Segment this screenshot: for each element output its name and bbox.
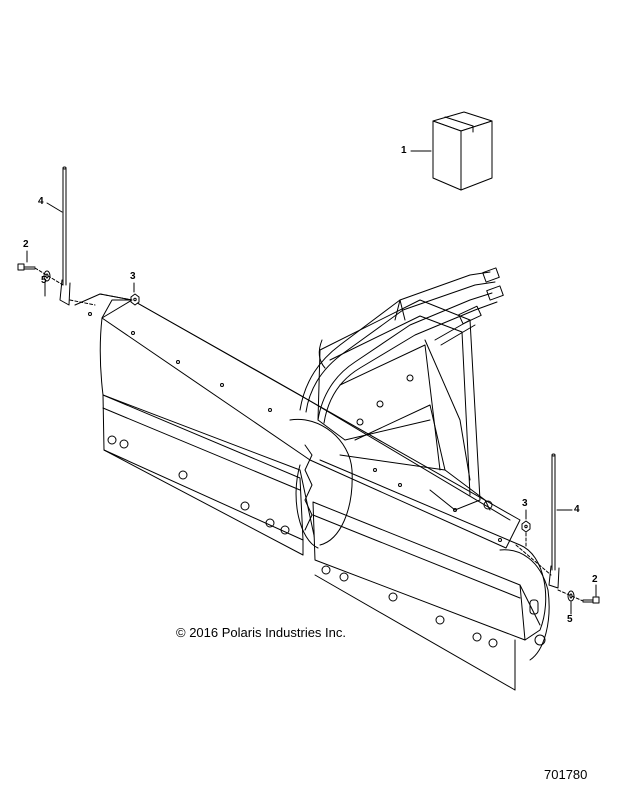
callout-4-right: 4 — [574, 504, 580, 515]
plow-blade — [74, 293, 550, 691]
copyright-notice: © 2016 Polaris Industries Inc. — [176, 625, 346, 640]
callout-2-left: 2 — [23, 239, 29, 250]
hydraulic-hoses — [299, 267, 504, 424]
part-5-washer-right — [567, 590, 575, 602]
callout-2-right: 2 — [592, 574, 598, 585]
part-1-kit-box — [432, 111, 493, 191]
callout-3-right: 3 — [522, 498, 528, 509]
part-4-marker-rod-left — [59, 166, 71, 306]
callout-5-right: 5 — [567, 614, 573, 625]
part-4-marker-rod-right — [548, 453, 560, 589]
part-2-bolt-right — [582, 596, 600, 604]
figure-number: 701780 — [544, 767, 588, 782]
callout-3-left: 3 — [130, 271, 136, 282]
part-3-nut-right — [521, 520, 531, 533]
assembly-lines — [34, 267, 584, 602]
leader-4-left — [46, 202, 63, 213]
callout-5-left: 5 — [41, 275, 47, 286]
callout-1: 1 — [401, 145, 407, 156]
callout-4-left: 4 — [38, 196, 44, 207]
part-2-bolt-left — [17, 263, 36, 271]
part-3-nut-left — [130, 293, 140, 306]
